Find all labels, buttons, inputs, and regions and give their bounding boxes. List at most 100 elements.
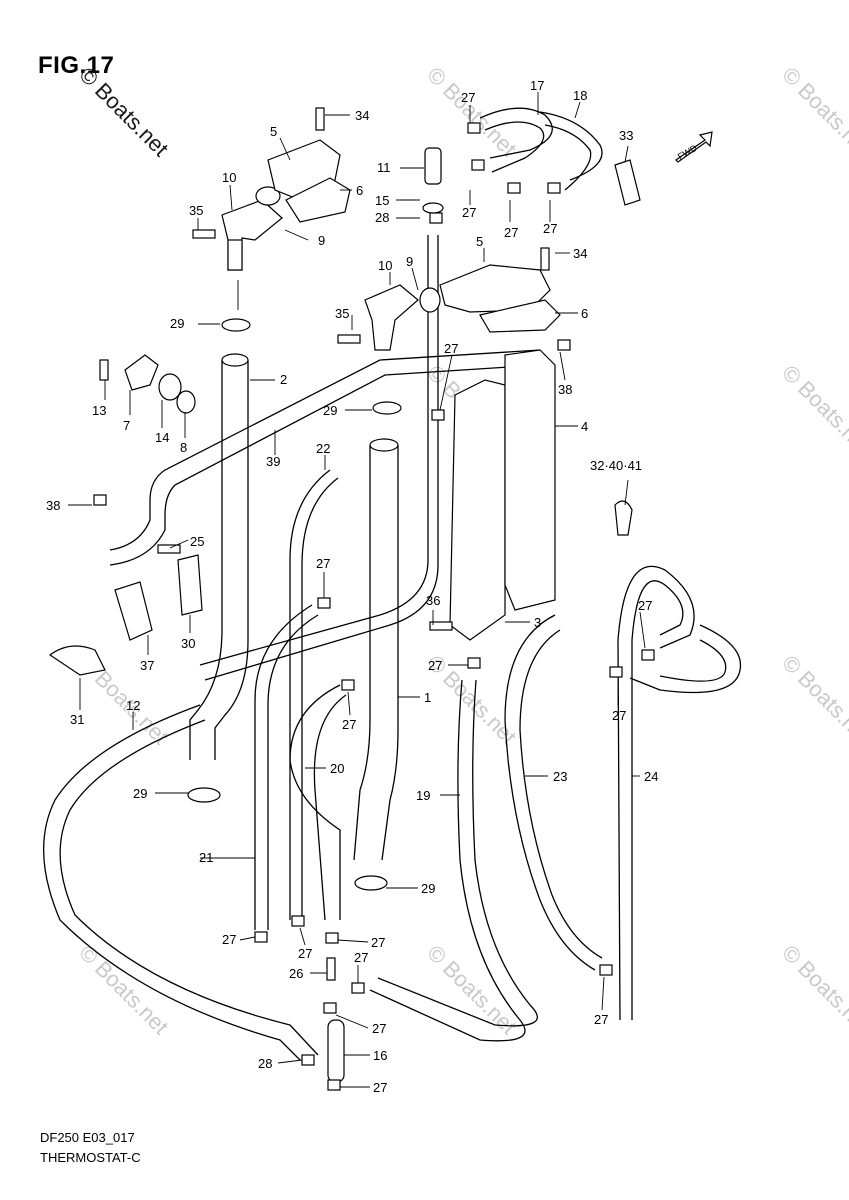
hose-19-edge [377, 679, 538, 1027]
callout-38: 38 [46, 498, 60, 513]
callout-27: 27 [222, 932, 236, 947]
callout-15: 15 [375, 193, 389, 208]
washer-15 [422, 202, 444, 214]
callout-10: 10 [378, 258, 392, 273]
callout-6: 6 [581, 306, 588, 321]
callout-27: 27 [298, 946, 312, 961]
callout-27: 27 [354, 950, 368, 965]
callout-27: 27 [594, 1012, 608, 1027]
callout-5: 5 [270, 124, 277, 139]
oring-14 [158, 373, 182, 401]
callout-9: 9 [318, 233, 325, 248]
hose-12-edge [59, 719, 319, 1056]
hose-17-edge [484, 121, 545, 173]
callout-27: 27 [444, 341, 458, 356]
hose-12 [43, 704, 301, 1061]
hose-24-c [659, 639, 727, 682]
callout-21: 21 [199, 850, 213, 865]
callout-38: 38 [558, 382, 572, 397]
hose-22-edge [204, 235, 439, 681]
hose-24 [617, 565, 695, 1021]
hose-19 [369, 679, 526, 1042]
hose-18-edge [544, 124, 592, 191]
hose-21-edge [267, 614, 319, 930]
hose-22 [199, 235, 429, 666]
callout-30: 30 [181, 636, 195, 651]
callout-8: 8 [180, 440, 187, 455]
leader-lines [68, 92, 646, 1088]
callout-labels: 34 5 10 6 35 9 29 11 15 28 27 17 18 27 2… [46, 78, 658, 1095]
model-code: DF250 E03_017 [40, 1130, 135, 1145]
callout-27: 27 [373, 1080, 387, 1095]
callout-27: 27 [462, 205, 476, 220]
fwd-label: FWD [676, 143, 699, 162]
bolts [99, 107, 550, 981]
hose-1-edge [381, 445, 399, 861]
callout-5: 5 [476, 234, 483, 249]
thermostat-housing-10-lower [364, 284, 419, 351]
gasket-6-upper [285, 177, 351, 223]
hose-2-edge [214, 360, 249, 760]
callout-39: 39 [266, 454, 280, 469]
clamps [93, 122, 655, 1091]
joint-11 [424, 147, 442, 185]
callout-34: 34 [573, 246, 587, 261]
hose-1 [353, 445, 371, 861]
section-name: THERMOSTAT-C [40, 1150, 141, 1165]
fwd-arrow [675, 131, 713, 163]
callout-20: 20 [330, 761, 344, 776]
callout-27: 27 [372, 1021, 386, 1036]
callout-31: 31 [70, 712, 84, 727]
outlet-pipe [227, 239, 243, 271]
callout-2: 2 [280, 372, 287, 387]
callout-28: 28 [258, 1056, 272, 1071]
callout-27: 27 [461, 90, 475, 105]
callout-4: 4 [581, 419, 588, 434]
callout-1: 1 [424, 690, 431, 705]
callout-27: 27 [342, 717, 356, 732]
clip-33 [614, 159, 641, 206]
callout-27: 27 [371, 935, 385, 950]
callout-33: 33 [619, 128, 633, 143]
callout-29: 29 [421, 881, 435, 896]
callout-27: 27 [543, 221, 557, 236]
callout-27: 27 [316, 556, 330, 571]
plug-8 [176, 390, 196, 414]
callout-28: 28 [375, 210, 389, 225]
callout-29: 29 [323, 403, 337, 418]
callout-27: 27 [612, 708, 626, 723]
hose-39 [109, 349, 541, 551]
gasket-4 [504, 349, 556, 611]
hose-22b [289, 469, 331, 920]
callout-17: 17 [530, 78, 544, 93]
callout-9: 9 [406, 254, 413, 269]
hose-24-b [629, 624, 742, 694]
hose-20-c [289, 759, 341, 920]
callout-26: 26 [289, 966, 303, 981]
callout-14: 14 [155, 430, 169, 445]
hose-17 [479, 107, 553, 159]
callout-12: 12 [126, 698, 140, 713]
gasket-6-lower [479, 299, 561, 333]
callout-27: 27 [638, 598, 652, 613]
callout-23: 23 [553, 769, 567, 784]
callout-27: 27 [504, 225, 518, 240]
callout-6: 6 [356, 183, 363, 198]
callout-32-40-41: 32·40·41 [590, 458, 642, 473]
figure-title: FIG.17 [38, 52, 115, 79]
callout-25: 25 [190, 534, 204, 549]
hose-39-edge [109, 364, 541, 566]
hose-2-end [221, 353, 249, 367]
hose-23 [504, 614, 596, 971]
hose-21 [254, 604, 313, 930]
hose-1-end [369, 438, 399, 452]
hose-20 [289, 684, 341, 761]
bracket-37 [114, 581, 153, 641]
callout-7: 7 [123, 418, 130, 433]
cover-3 [449, 379, 506, 641]
callout-29: 29 [170, 316, 184, 331]
callout-35: 35 [189, 203, 203, 218]
sensor-7 [124, 354, 159, 391]
